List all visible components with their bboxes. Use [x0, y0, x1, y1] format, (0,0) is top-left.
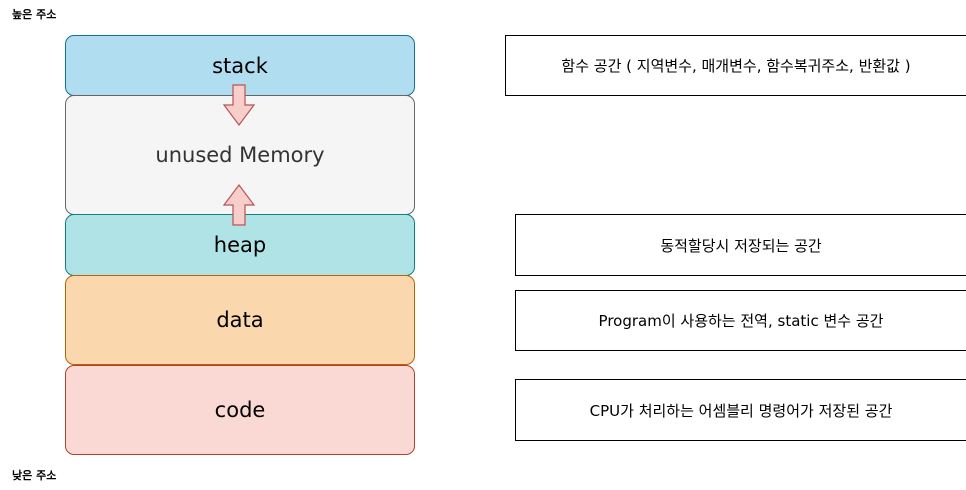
data-label: data	[216, 308, 264, 332]
data-segment: data	[65, 275, 415, 365]
code-segment: code	[65, 365, 415, 455]
data-description-box: Program이 사용하는 전역, static 변수 공간	[515, 290, 966, 351]
stack-label: stack	[212, 53, 268, 78]
low-address-label: 낮은 주소	[12, 469, 57, 482]
heap-growth-arrow-icon	[222, 184, 256, 226]
code-description: CPU가 처리하는 어셈블리 명령어가 저장된 공간	[589, 401, 893, 420]
code-label: code	[214, 398, 266, 422]
stack-description-box: 함수 공간 ( 지역변수, 매개변수, 함수복귀주소, 반환값 )	[505, 35, 966, 96]
unused-memory-label: unused Memory	[155, 143, 325, 167]
stack-description: 함수 공간 ( 지역변수, 매개변수, 함수복귀주소, 반환값 )	[561, 57, 911, 75]
high-address-label: 높은 주소	[12, 8, 57, 21]
heap-description: 동적할당시 저장되는 공간	[660, 236, 822, 255]
code-description-box: CPU가 처리하는 어셈블리 명령어가 저장된 공간	[515, 379, 966, 441]
data-description: Program이 사용하는 전역, static 변수 공간	[598, 312, 884, 330]
heap-description-box: 동적할당시 저장되는 공간	[515, 214, 966, 276]
heap-label: heap	[213, 233, 267, 257]
stack-growth-arrow-icon	[222, 84, 256, 126]
